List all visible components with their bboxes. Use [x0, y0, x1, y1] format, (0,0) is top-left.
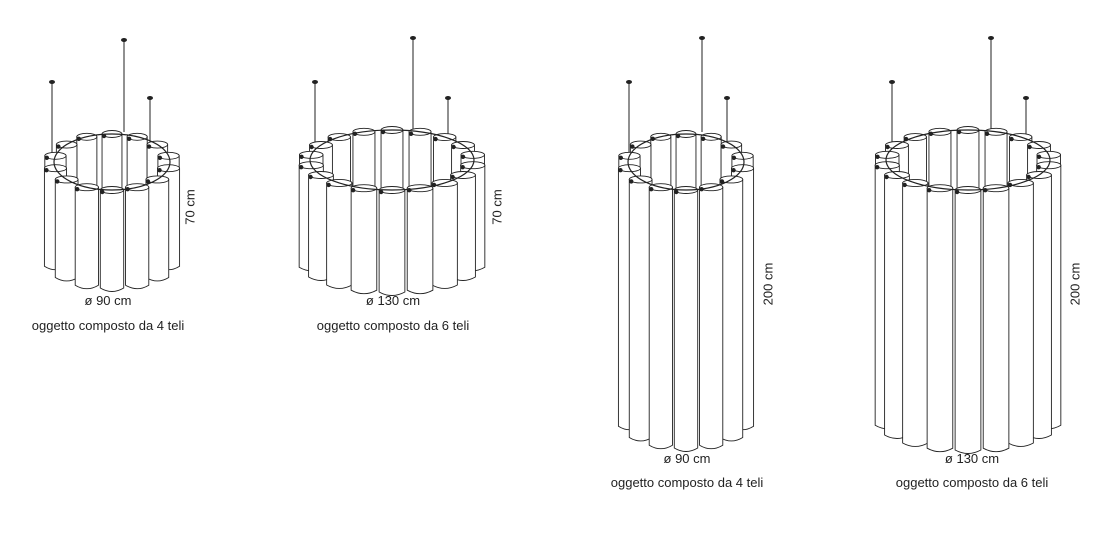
clip-icon: [875, 154, 880, 159]
ceiling-hook-icon: [626, 80, 632, 84]
clip-icon: [460, 165, 465, 170]
ceiling-hook-icon: [49, 80, 55, 84]
clip-icon: [451, 144, 456, 150]
clip-icon: [75, 187, 80, 192]
description-label: oggetto composto da 6 teli: [895, 475, 1049, 490]
clip-icon: [984, 131, 990, 137]
ceiling-hook-icon: [147, 96, 153, 100]
clip-icon: [380, 129, 386, 135]
clip-icon: [44, 168, 49, 173]
height-label: 200 cm: [1067, 262, 1083, 306]
clip-icon: [649, 187, 654, 192]
clip-icon: [309, 144, 314, 150]
ceiling-hook-icon: [445, 96, 451, 100]
clip-icon: [146, 144, 152, 149]
ceiling-hook-icon: [312, 80, 318, 84]
clip-icon: [433, 136, 438, 142]
diameter-label: ø 130 cm: [944, 451, 1000, 466]
fabric-tube: [350, 187, 378, 295]
clip-icon: [408, 131, 414, 137]
fabric-tube: [902, 182, 929, 447]
fabric-tube: [406, 187, 434, 295]
clip-icon: [350, 187, 356, 193]
clip-icon: [674, 189, 679, 195]
clip-icon: [157, 168, 162, 173]
clip-icon: [326, 182, 331, 188]
clip-icon: [630, 144, 635, 149]
clip-icon: [1027, 144, 1032, 150]
support-ring: [627, 133, 745, 191]
clip-icon: [1036, 165, 1041, 170]
clip-icon: [126, 136, 132, 141]
clip-icon: [55, 179, 60, 184]
support-ring: [309, 129, 475, 191]
clip-icon: [157, 155, 163, 160]
fabric-tube: [954, 189, 982, 454]
description-label: oggetto composto da 6 teli: [316, 318, 470, 333]
clip-icon: [308, 174, 313, 180]
ceiling-hook-icon: [699, 36, 705, 40]
clip-icon: [450, 174, 455, 180]
ceiling-hook-icon: [121, 38, 127, 42]
diameter-label: ø 90 cm: [84, 293, 132, 308]
clip-icon: [299, 154, 304, 159]
clip-icon: [100, 189, 105, 195]
clip-icon: [731, 168, 736, 173]
ceiling-hook-icon: [988, 36, 994, 40]
clip-icon: [56, 144, 61, 149]
clip-icon: [629, 179, 634, 184]
clip-icon: [884, 174, 889, 180]
ceiling-hook-icon: [1023, 96, 1029, 100]
clip-icon: [700, 136, 706, 141]
clip-icon: [44, 155, 50, 160]
clip-icon: [298, 165, 304, 170]
support-ring: [885, 129, 1051, 191]
ceiling-hook-icon: [724, 96, 730, 100]
clip-icon: [731, 155, 737, 160]
clip-icon: [902, 182, 907, 188]
fabric-tube: [699, 186, 724, 450]
clip-icon: [885, 144, 890, 150]
fabric-tube: [1007, 182, 1034, 447]
fabric-tube: [648, 186, 673, 450]
clip-icon: [956, 129, 962, 135]
description-label: oggetto composto da 4 teli: [31, 318, 185, 333]
fabric-tube: [378, 189, 406, 296]
clip-icon: [1009, 136, 1014, 142]
fabric-tube: [982, 187, 1010, 453]
clip-icon: [1036, 154, 1042, 159]
clip-icon: [720, 144, 726, 149]
clip-icon: [926, 187, 932, 193]
fabric-tube: [74, 186, 99, 290]
clip-icon: [618, 168, 623, 173]
fabric-tube: [673, 189, 699, 452]
clip-icon: [874, 165, 880, 170]
ceiling-hook-icon: [889, 80, 895, 84]
diameter-label: ø 90 cm: [663, 451, 711, 466]
diameter-label: ø 130 cm: [365, 293, 421, 308]
ceiling-hook-icon: [410, 36, 416, 40]
clip-icon: [378, 189, 384, 195]
fabric-tube: [99, 189, 125, 292]
clip-icon: [1026, 174, 1031, 180]
support-ring: [53, 133, 171, 191]
fabric-tube: [125, 186, 150, 290]
clip-icon: [954, 189, 960, 195]
fabric-tube: [926, 187, 954, 453]
clip-icon: [145, 179, 151, 184]
clip-icon: [983, 187, 988, 193]
clip-icon: [460, 154, 466, 159]
clip-icon: [618, 155, 624, 160]
description-label: oggetto composto da 4 teli: [610, 475, 764, 490]
clip-icon: [719, 179, 725, 184]
